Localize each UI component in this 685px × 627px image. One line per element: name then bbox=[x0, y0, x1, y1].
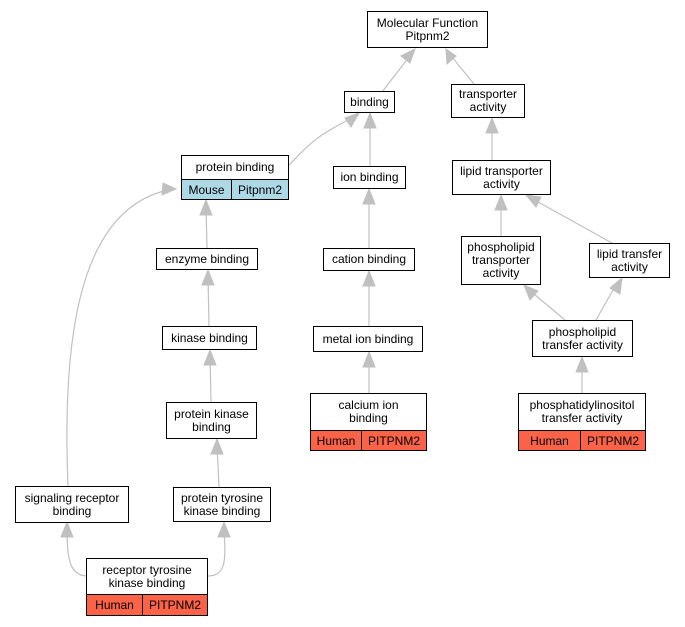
node-protein-tyrosine-kinase-binding[interactable]: protein tyrosine kinase binding bbox=[173, 487, 271, 522]
species-human: Human bbox=[87, 595, 143, 615]
node-molecular-function[interactable]: Molecular Function Pitpnm2 bbox=[367, 11, 488, 48]
species-human: Human bbox=[311, 431, 362, 450]
species-human: Human bbox=[519, 431, 581, 450]
node-phospholipid-transfer-activity[interactable]: phospholipid transfer activity bbox=[532, 320, 633, 357]
gene-pitpnm2-human: PITPNM2 bbox=[367, 433, 420, 448]
gene-pitpnm2-human: PITPNM2 bbox=[148, 598, 201, 612]
arrowhead-kinase bbox=[203, 348, 217, 366]
node-phosphatidylinositol-transfer-activity-genes: Human PITPNM2 bbox=[519, 431, 645, 450]
node-transporter-activity[interactable]: transporter activity bbox=[451, 84, 525, 118]
node-cation-binding[interactable]: cation binding bbox=[323, 248, 415, 271]
node-protein-binding-label: protein binding bbox=[182, 156, 288, 180]
arrowhead-enzyme bbox=[201, 268, 215, 286]
arrowhead-ptk bbox=[217, 520, 231, 538]
arrowhead-mf-1 bbox=[400, 47, 416, 64]
node-receptor-tyrosine-kinase-binding-genes: Human PITPNM2 bbox=[87, 595, 207, 615]
arrowhead-ion-binding bbox=[362, 187, 376, 205]
arrowhead-lipid-transfer bbox=[609, 276, 623, 295]
arrowhead-phospholipid-transfer bbox=[575, 355, 589, 373]
node-phosphatidylinositol-transfer-activity[interactable]: phosphatidylinositol transfer activity H… bbox=[518, 393, 646, 451]
node-receptor-tyrosine-kinase-binding[interactable]: receptor tyrosine kinase binding Human P… bbox=[86, 558, 208, 616]
arrowhead-lipid-transporter-2 bbox=[524, 194, 542, 208]
node-lipid-transporter-activity[interactable]: lipid transporter activity bbox=[452, 160, 551, 195]
edge-rtk-to-signaling bbox=[66, 529, 89, 577]
arrowhead-phospholipid-transporter bbox=[523, 284, 539, 301]
node-calcium-ion-binding[interactable]: calcium ion binding Human PITPNM2 bbox=[310, 393, 427, 451]
node-ion-binding[interactable]: ion binding bbox=[333, 166, 406, 189]
edge-binding-to-mf bbox=[381, 56, 410, 93]
arrowhead-lipid-transporter-1 bbox=[494, 193, 508, 211]
node-protein-binding-genes: Mouse Pitpnm2 bbox=[182, 180, 288, 199]
node-signaling-receptor-binding[interactable]: signaling receptor binding bbox=[15, 486, 129, 523]
node-lipid-transfer-activity[interactable]: lipid transfer activity bbox=[589, 243, 670, 278]
edge-transporter-to-mf bbox=[451, 56, 475, 85]
arrowhead-transporter bbox=[485, 116, 499, 134]
node-receptor-tyrosine-kinase-binding-label: receptor tyrosine kinase binding bbox=[87, 559, 207, 595]
arrowhead-metal-ion bbox=[362, 350, 376, 368]
edge-protein-binding-to-binding bbox=[288, 117, 353, 166]
node-enzyme-binding[interactable]: enzyme binding bbox=[156, 248, 258, 270]
node-calcium-ion-binding-genes: Human PITPNM2 bbox=[311, 431, 426, 450]
node-calcium-ion-binding-label: calcium ion binding bbox=[311, 394, 426, 431]
node-phosphatidylinositol-transfer-activity-label: phosphatidylinositol transfer activity bbox=[519, 394, 645, 431]
gene-pitpnm2-human: PITPNM2 bbox=[586, 433, 639, 448]
arrowhead-binding-1 bbox=[344, 112, 361, 128]
arrowhead-protein-kinase bbox=[210, 437, 224, 455]
node-protein-binding[interactable]: protein binding Mouse Pitpnm2 bbox=[181, 155, 289, 200]
node-metal-ion-binding[interactable]: metal ion binding bbox=[313, 326, 423, 352]
node-kinase-binding[interactable]: kinase binding bbox=[162, 326, 257, 350]
arrowhead-cation bbox=[362, 269, 376, 287]
node-binding[interactable]: binding bbox=[344, 91, 395, 113]
arrowhead-signaling bbox=[60, 520, 74, 538]
node-protein-kinase-binding[interactable]: protein kinase binding bbox=[166, 402, 257, 439]
gene-pitpnm2-mouse: Pitpnm2 bbox=[237, 182, 283, 197]
edge-rtk-to-ptk bbox=[207, 529, 226, 577]
edge-signaling-to-protein-binding bbox=[66, 189, 169, 487]
arrowhead-protein-binding-1 bbox=[161, 182, 178, 196]
arrowhead-binding-2 bbox=[363, 111, 377, 129]
arrowhead-mf-2 bbox=[445, 47, 457, 66]
node-phospholipid-transporter-activity[interactable]: phospholipid transporter activity bbox=[461, 236, 541, 285]
edge-lipid-transfer-to-lipid-transporter bbox=[530, 197, 613, 244]
arrowhead-protein-binding-2 bbox=[199, 198, 213, 216]
species-mouse: Mouse bbox=[182, 180, 232, 199]
